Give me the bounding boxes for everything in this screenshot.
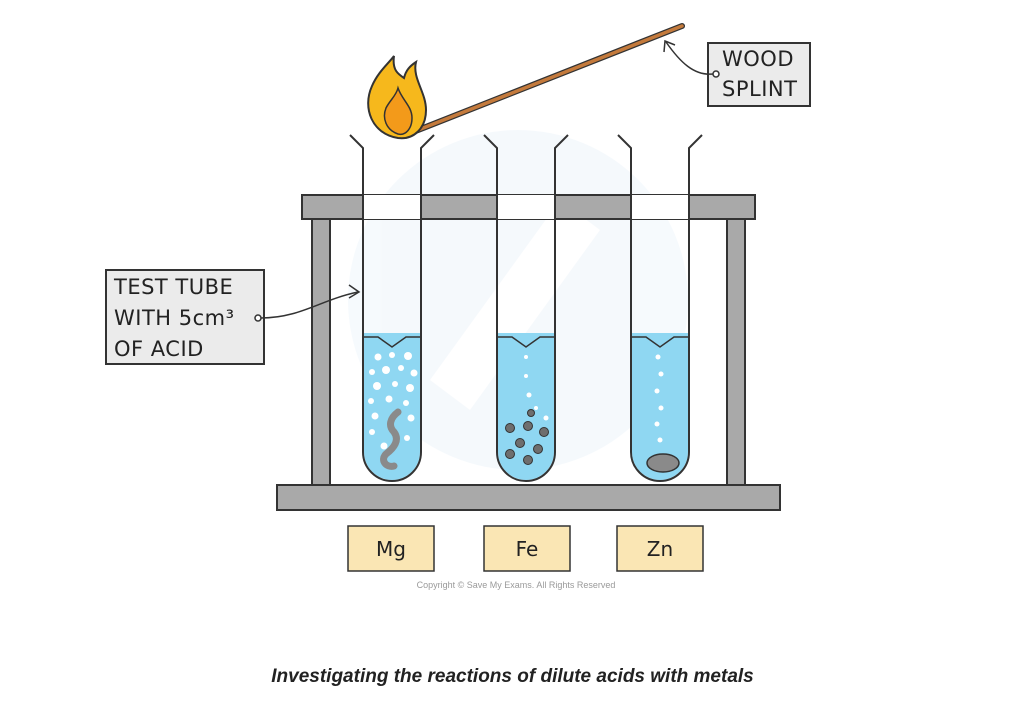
hydrogen-bubbles-fe bbox=[524, 355, 549, 421]
copyright-notice: Copyright © Save My Exams. All Rights Re… bbox=[417, 580, 616, 590]
test-tube-mg bbox=[349, 134, 435, 482]
test-tube-pointer-arrow bbox=[260, 291, 359, 319]
metal-label-zn: Zn bbox=[616, 525, 704, 572]
test-tube-label-line-3: OF ACID bbox=[114, 337, 204, 361]
test-tube-fe bbox=[483, 134, 569, 482]
hydrogen-bubbles-zn bbox=[654, 354, 664, 443]
rack-base bbox=[276, 484, 781, 511]
figure-caption: Investigating the reactions of dilute ac… bbox=[271, 666, 754, 687]
wood-splint-pointer-arrow bbox=[665, 41, 714, 75]
test-tube-label-line-1: TEST TUBE bbox=[113, 275, 233, 299]
metal-label-mg: Mg bbox=[347, 525, 435, 572]
hydrogen-bubbles-mg bbox=[368, 352, 418, 450]
rack-left-leg bbox=[311, 217, 331, 487]
zinc-granule bbox=[646, 453, 680, 473]
test-tube-label: TEST TUBE WITH 5cm³ OF ACID bbox=[105, 269, 361, 365]
rack-right-leg bbox=[726, 217, 746, 487]
metal-symbol-fe: Fe bbox=[516, 537, 539, 561]
magnesium-ribbon bbox=[380, 408, 402, 470]
iron-filings bbox=[505, 409, 549, 465]
test-tube-label-line-2: WITH 5cm³ bbox=[114, 306, 235, 330]
metal-symbol-mg: Mg bbox=[376, 537, 406, 561]
metal-label-fe: Fe bbox=[483, 525, 571, 572]
metal-symbol-zn: Zn bbox=[647, 537, 673, 561]
wood-splint-label-line-2: SPLINT bbox=[722, 77, 797, 101]
flame-icon bbox=[367, 55, 428, 140]
wood-splint-label-line-1: WOOD bbox=[722, 47, 794, 71]
wood-splint-label: WOOD SPLINT bbox=[663, 39, 811, 107]
test-tube-zn bbox=[617, 134, 703, 482]
